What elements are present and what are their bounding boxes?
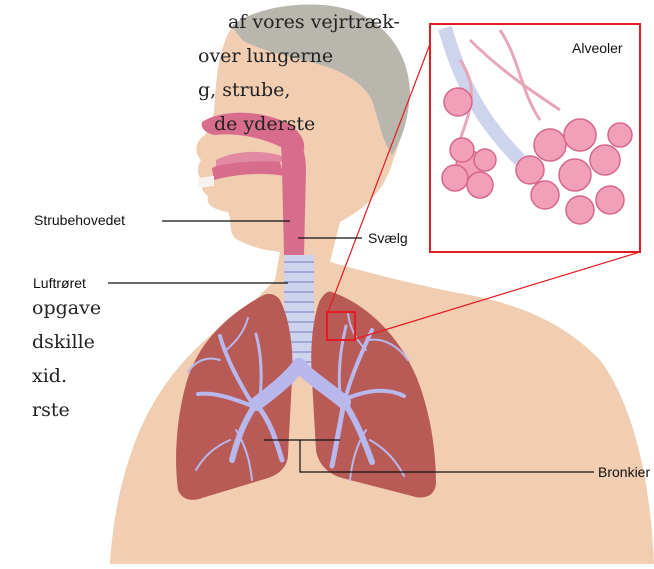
text-line-mid-1: opgave bbox=[32, 292, 101, 324]
text-line-top-4: de yderste bbox=[214, 108, 315, 140]
text-line-mid-3: xid. bbox=[32, 360, 67, 392]
text-line-mid-2: dskille bbox=[32, 326, 95, 358]
teeth bbox=[198, 176, 214, 188]
alveoli-inset bbox=[430, 24, 640, 252]
label-bronkier: Bronkier bbox=[598, 464, 650, 480]
text-line-mid-4: rste bbox=[32, 394, 70, 426]
label-svaelg: Svælg bbox=[368, 230, 408, 246]
text-line-top-1: af vores vejrtræk- bbox=[228, 6, 400, 38]
label-alveoler: Alveoler bbox=[572, 40, 623, 56]
label-luftroret: Luftrøret bbox=[33, 275, 86, 291]
text-line-top-3: g, strube, bbox=[198, 74, 290, 106]
label-strubehovedet: Strubehovedet bbox=[34, 212, 125, 228]
text-line-top-2: over lungerne bbox=[198, 40, 333, 72]
